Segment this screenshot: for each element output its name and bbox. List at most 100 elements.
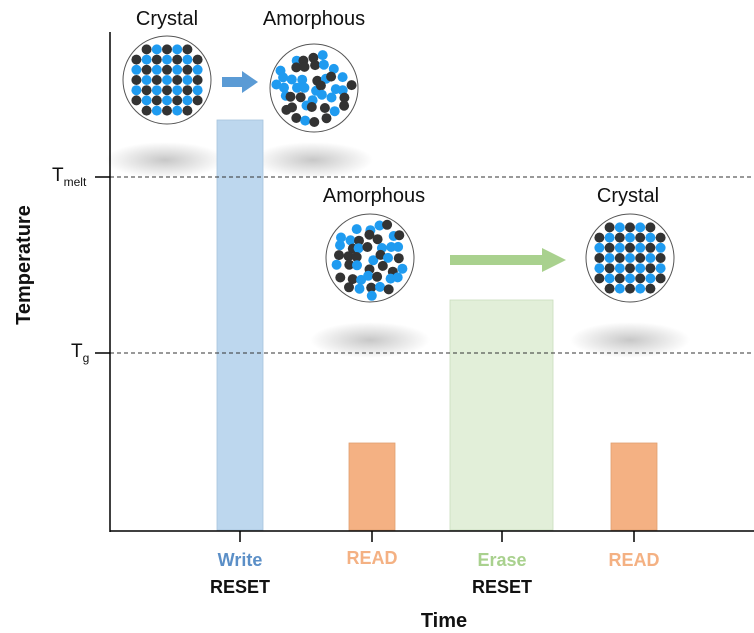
write-transition-arrow (222, 71, 258, 93)
atom-dark (306, 102, 317, 112)
atom-blue (162, 95, 172, 106)
atom-dark (182, 105, 193, 116)
crystal-lattice-circle-mid (585, 213, 675, 303)
atom-dark (172, 95, 183, 106)
atom-dark (645, 222, 656, 233)
atom-blue (625, 232, 635, 243)
atom-dark (393, 253, 404, 264)
atom-dark (366, 282, 377, 293)
atom-dark (182, 44, 193, 55)
atom-dark (182, 64, 193, 75)
atom-dark (141, 85, 152, 96)
atom-blue (625, 253, 635, 263)
atom-dark (141, 44, 152, 55)
atom-dark (291, 113, 302, 123)
atom-blue (182, 95, 193, 106)
atom-dark (346, 80, 357, 91)
atom-blue (271, 79, 282, 90)
x-axis-title: Time (421, 610, 467, 632)
amorphous-lattice-circle-mid (325, 213, 415, 303)
atom-blue (397, 263, 408, 274)
atom-dark (334, 250, 344, 261)
atom-blue (386, 242, 397, 252)
atom-blue (318, 59, 329, 70)
atom-blue (604, 273, 615, 284)
atom-dark (287, 102, 297, 113)
atom-blue (331, 259, 342, 270)
atom-blue (172, 64, 183, 75)
atom-blue (329, 106, 340, 117)
atom-blue (151, 64, 162, 75)
atom-blue (172, 105, 183, 116)
write-pulse-label: Write (218, 550, 263, 570)
atom-dark (339, 92, 350, 103)
y-axis-title: Temperature (13, 205, 35, 325)
read-pulse-label-2: READ (608, 550, 659, 570)
atom-blue (368, 255, 379, 266)
tg-label: Tg (71, 341, 89, 365)
atom-blue (141, 95, 152, 106)
atom-blue (655, 263, 666, 274)
atom-dark (321, 113, 332, 124)
axes (95, 32, 754, 542)
atom-dark (162, 105, 172, 116)
atom-blue (645, 232, 656, 243)
tmelt-label: Tmelt (52, 165, 87, 189)
atom-blue (317, 50, 328, 61)
atom-dark (335, 272, 346, 283)
read-pulse-bar-1 (348, 442, 396, 531)
atom-blue (625, 273, 635, 284)
atom-blue (614, 263, 625, 274)
atom-blue (292, 82, 302, 93)
atom-blue (375, 281, 385, 292)
atom-dark (394, 230, 405, 241)
atom-dark (151, 95, 162, 106)
read-pulse-bar-2 (610, 442, 658, 531)
atom-blue (316, 89, 327, 100)
atom-dark (614, 273, 625, 284)
atom-dark (131, 95, 142, 106)
atom-dark (594, 253, 605, 263)
atom-blue (374, 220, 385, 231)
atom-blue (604, 232, 615, 243)
atom-dark (594, 273, 605, 284)
atom-blue (635, 242, 646, 253)
erase-pulse-label: Erase (477, 550, 526, 570)
atom-blue (192, 85, 203, 96)
atom-blue (351, 224, 362, 235)
atom-dark (162, 44, 172, 55)
atom-dark (131, 54, 142, 65)
atom-dark (604, 242, 615, 253)
atom-blue (614, 283, 625, 294)
atom-blue (300, 115, 311, 126)
atom-dark (362, 242, 373, 252)
atom-dark (162, 64, 172, 75)
atom-dark (285, 91, 296, 102)
atom-blue (172, 44, 183, 55)
atom-blue (392, 272, 403, 283)
atom-blue (337, 72, 348, 83)
atom-dark (326, 71, 337, 82)
atom-dark (635, 273, 646, 284)
erase-reset-label: RESET (472, 577, 532, 597)
atom-dark (382, 219, 393, 230)
atom-blue (614, 222, 625, 233)
atom-dark (614, 253, 625, 263)
atom-dark (625, 242, 635, 253)
atom-blue (278, 72, 289, 83)
atom-dark (339, 100, 350, 111)
atom-blue (635, 283, 646, 294)
atom-dark (377, 260, 388, 271)
atom-blue (141, 75, 152, 85)
atom-blue (286, 74, 297, 85)
atom-dark (625, 222, 635, 233)
atom-dark (299, 61, 310, 72)
atom-dark (614, 232, 625, 243)
atom-blue (279, 82, 289, 93)
atom-blue (326, 92, 337, 103)
atom-blue (645, 273, 656, 284)
atom-dark (192, 95, 203, 106)
atom-blue (645, 253, 656, 263)
atom-blue (162, 54, 172, 65)
